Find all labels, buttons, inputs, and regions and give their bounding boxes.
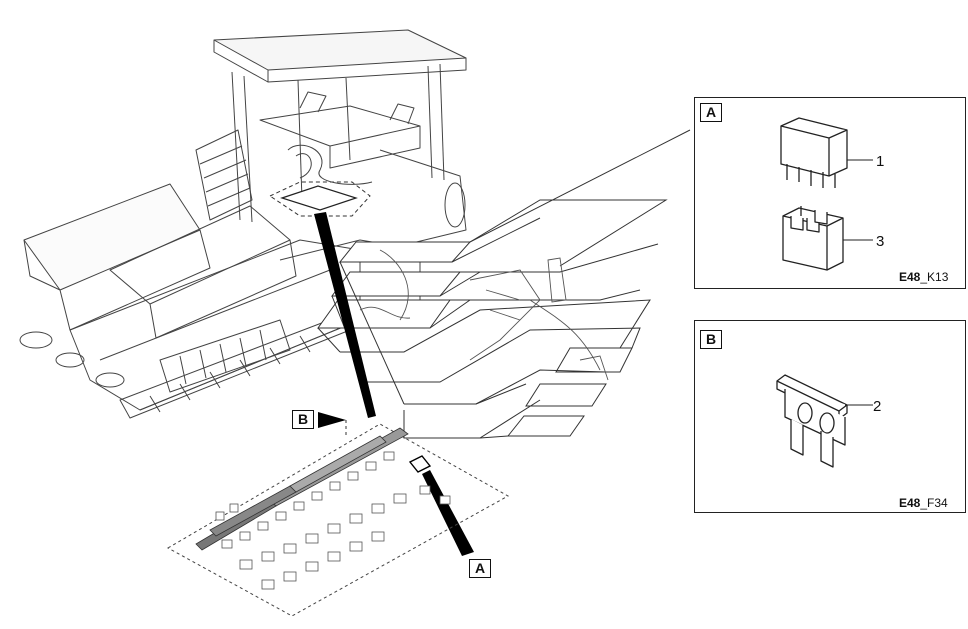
detail-panel-a: A 1 3 E48_K13 [694, 97, 966, 289]
hopper [23, 183, 201, 291]
callout-b-main: B [292, 410, 314, 429]
pointer-b [318, 412, 346, 428]
pointer-box-to-board [314, 212, 376, 418]
callout-a-panel: A [700, 103, 722, 122]
relay-illustration [780, 117, 873, 271]
label-relay-number: 1 [876, 153, 885, 170]
part-code-b: E48_F34 [899, 496, 948, 510]
fuse-illustration [776, 374, 873, 468]
label-socket-number: 3 [876, 233, 885, 250]
electrical-box-highlight [268, 181, 371, 217]
fuse-board-outline [166, 423, 510, 617]
callout-a-main: A [469, 559, 491, 578]
fuse-row [195, 427, 409, 551]
part-code-a: E48_K13 [899, 270, 949, 284]
detail-panel-b: B 2 E48_F34 [694, 320, 966, 513]
label-fuse-number: 2 [873, 398, 882, 415]
canopy-roof [213, 29, 467, 71]
pointer-a [422, 470, 474, 556]
electrical-box [280, 185, 358, 211]
callout-b-panel: B [700, 330, 722, 349]
board-relay [408, 455, 432, 473]
